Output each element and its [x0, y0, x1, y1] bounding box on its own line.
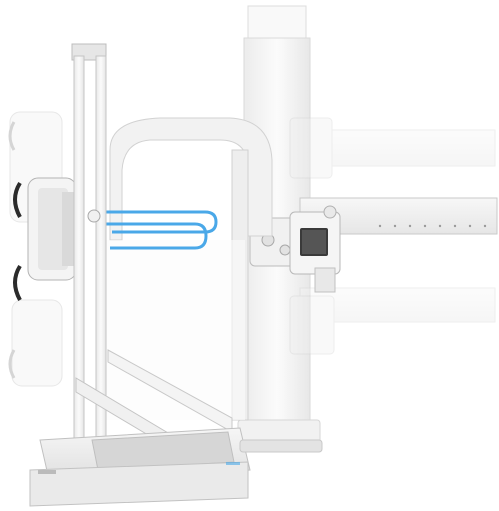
detector-panel	[13, 177, 77, 301]
patient-handles	[100, 210, 218, 250]
detector-handle-bottom	[13, 264, 22, 301]
tube-arm-ghost-bottom	[289, 287, 496, 355]
front-stand	[71, 43, 107, 447]
base-platform	[29, 427, 251, 507]
arm-rivets	[378, 224, 487, 228]
tube-head	[249, 205, 341, 293]
column-foot	[239, 439, 323, 453]
detector-handle-top	[13, 181, 22, 218]
tube-arm-ghost-top	[289, 117, 496, 179]
